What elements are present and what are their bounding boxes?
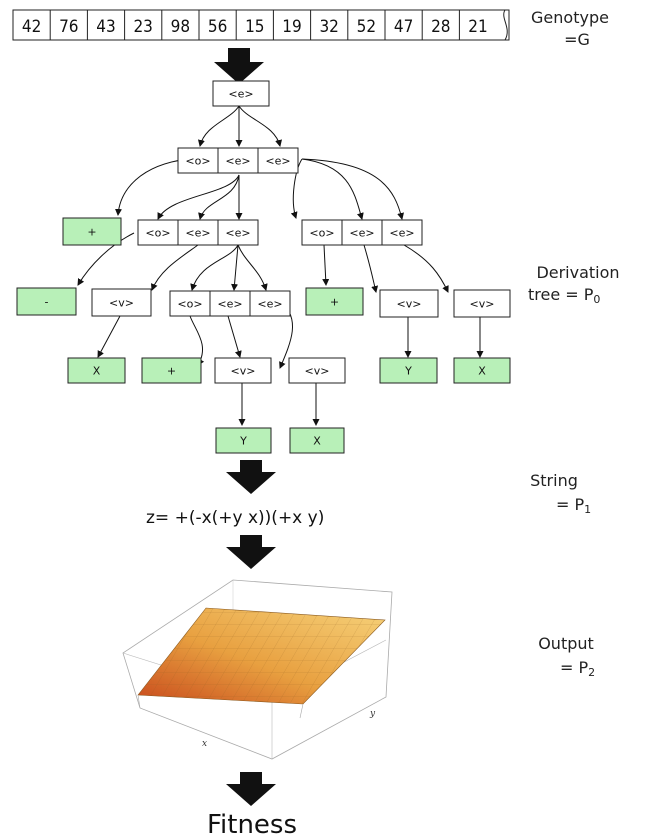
var-node-right-1: <v> bbox=[379, 289, 439, 318]
var-node-left: <v> bbox=[91, 288, 152, 317]
codon-cell: 19 bbox=[282, 17, 301, 37]
svg-text:+: + bbox=[87, 226, 96, 239]
big-arrow-4 bbox=[226, 772, 276, 806]
genotype-label-line1: Genotype bbox=[531, 8, 609, 27]
svg-text:<v>: <v> bbox=[231, 365, 256, 378]
tree-nodes: <e> <o> <e> <e> + <o> <e> <e> <o> <e> <e> - <v> <o> <e… bbox=[16, 80, 511, 454]
svg-text:X: X bbox=[478, 365, 486, 378]
svg-text:<e>: <e> bbox=[217, 298, 242, 311]
svg-text:<e>: <e> bbox=[389, 227, 414, 240]
output-label-line2: = P2 bbox=[560, 658, 595, 679]
level1-node-2: <e> bbox=[257, 147, 299, 174]
svg-text:-: - bbox=[45, 296, 49, 309]
output-surface-plot: x y bbox=[122, 579, 393, 760]
svg-text:+: + bbox=[167, 365, 176, 378]
big-arrow-1 bbox=[214, 48, 264, 84]
svg-text:<v>: <v> bbox=[305, 365, 330, 378]
terminal-plus-low: + bbox=[141, 357, 202, 384]
level1-node-0: <o> bbox=[177, 147, 219, 174]
codon-cell: 15 bbox=[245, 17, 264, 37]
codon-cell: 28 bbox=[431, 17, 450, 37]
svg-text:<o>: <o> bbox=[177, 298, 202, 311]
left-subtree-node-0: <o> bbox=[137, 219, 179, 246]
codon-cell: 76 bbox=[59, 17, 78, 37]
terminal-plus-left: + bbox=[62, 217, 122, 246]
codon-cell: 43 bbox=[96, 17, 115, 37]
svg-text:Y: Y bbox=[239, 435, 247, 448]
mid-subtree-node-0: <o> bbox=[169, 290, 211, 317]
left-subtree-node-2: <e> bbox=[217, 219, 259, 246]
axis-y-label: y bbox=[369, 709, 376, 719]
svg-text:<e>: <e> bbox=[228, 88, 253, 101]
string-label-line1: String bbox=[530, 471, 578, 490]
terminal-x-1: X bbox=[67, 357, 126, 384]
var-node-right-2: <v> bbox=[453, 289, 511, 318]
left-subtree-node-1: <e> bbox=[177, 219, 219, 246]
codon-cell: 21 bbox=[468, 17, 487, 37]
svg-text:<o>: <o> bbox=[145, 227, 170, 240]
svg-text:X: X bbox=[93, 365, 101, 378]
tree-edges bbox=[77, 105, 484, 426]
svg-text:<v>: <v> bbox=[470, 298, 495, 311]
tree-label-line2: tree = P0 bbox=[528, 285, 600, 306]
svg-text:<o>: <o> bbox=[185, 155, 210, 168]
codon-cell: 98 bbox=[171, 17, 190, 37]
string-expression: z= +(-x(+y x))(+x y) bbox=[146, 508, 324, 528]
svg-text:+: + bbox=[330, 296, 339, 309]
codon-cell: 23 bbox=[133, 17, 152, 37]
terminal-y-1: Y bbox=[379, 357, 438, 384]
svg-text:<e>: <e> bbox=[265, 155, 290, 168]
terminal-x-2: X bbox=[453, 357, 511, 384]
svg-text:<e>: <e> bbox=[349, 227, 374, 240]
terminal-plus-right: + bbox=[305, 287, 364, 316]
axis-x-label: x bbox=[202, 739, 207, 749]
level1-node-1: <e> bbox=[217, 147, 259, 174]
var-node-low-2: <v> bbox=[288, 357, 346, 384]
genotype-strip: 42 76 43 23 98 56 15 19 32 52 47 28 21 bbox=[12, 9, 510, 41]
right-subtree-node-1: <e> bbox=[341, 219, 383, 246]
svg-text:<e>: <e> bbox=[225, 155, 250, 168]
terminal-minus: - bbox=[16, 287, 77, 316]
codon-cell: 52 bbox=[357, 17, 376, 37]
mid-subtree-node-1: <e> bbox=[209, 290, 251, 317]
var-node-low-1: <v> bbox=[214, 357, 272, 384]
svg-text:X: X bbox=[313, 435, 321, 448]
tree-label-line1: Derivation bbox=[536, 263, 619, 282]
svg-text:<e>: <e> bbox=[257, 298, 282, 311]
tree-root-node: <e> bbox=[212, 80, 270, 107]
svg-text:<o>: <o> bbox=[309, 227, 334, 240]
mid-subtree-node-2: <e> bbox=[249, 290, 291, 317]
terminal-x-3: X bbox=[289, 427, 345, 454]
codon-cell: 32 bbox=[319, 17, 338, 37]
right-subtree-node-2: <e> bbox=[381, 219, 423, 246]
big-arrow-3 bbox=[226, 535, 276, 569]
svg-text:<v>: <v> bbox=[109, 297, 134, 310]
string-label-line2: = P1 bbox=[556, 495, 591, 516]
genotype-label-line2: =G bbox=[564, 30, 590, 49]
codon-cell: 56 bbox=[208, 17, 227, 37]
terminal-y-2: Y bbox=[215, 427, 272, 454]
codon-cell: 42 bbox=[22, 17, 41, 37]
output-label-line1: Output bbox=[538, 634, 594, 653]
svg-text:Y: Y bbox=[404, 365, 412, 378]
svg-text:<e>: <e> bbox=[185, 227, 210, 240]
svg-text:<e>: <e> bbox=[225, 227, 250, 240]
fitness-label: Fitness bbox=[207, 810, 297, 838]
big-arrow-2 bbox=[226, 460, 276, 494]
svg-text:<v>: <v> bbox=[397, 298, 422, 311]
codon-cell: 47 bbox=[394, 17, 413, 37]
right-subtree-node-0: <o> bbox=[301, 219, 343, 246]
